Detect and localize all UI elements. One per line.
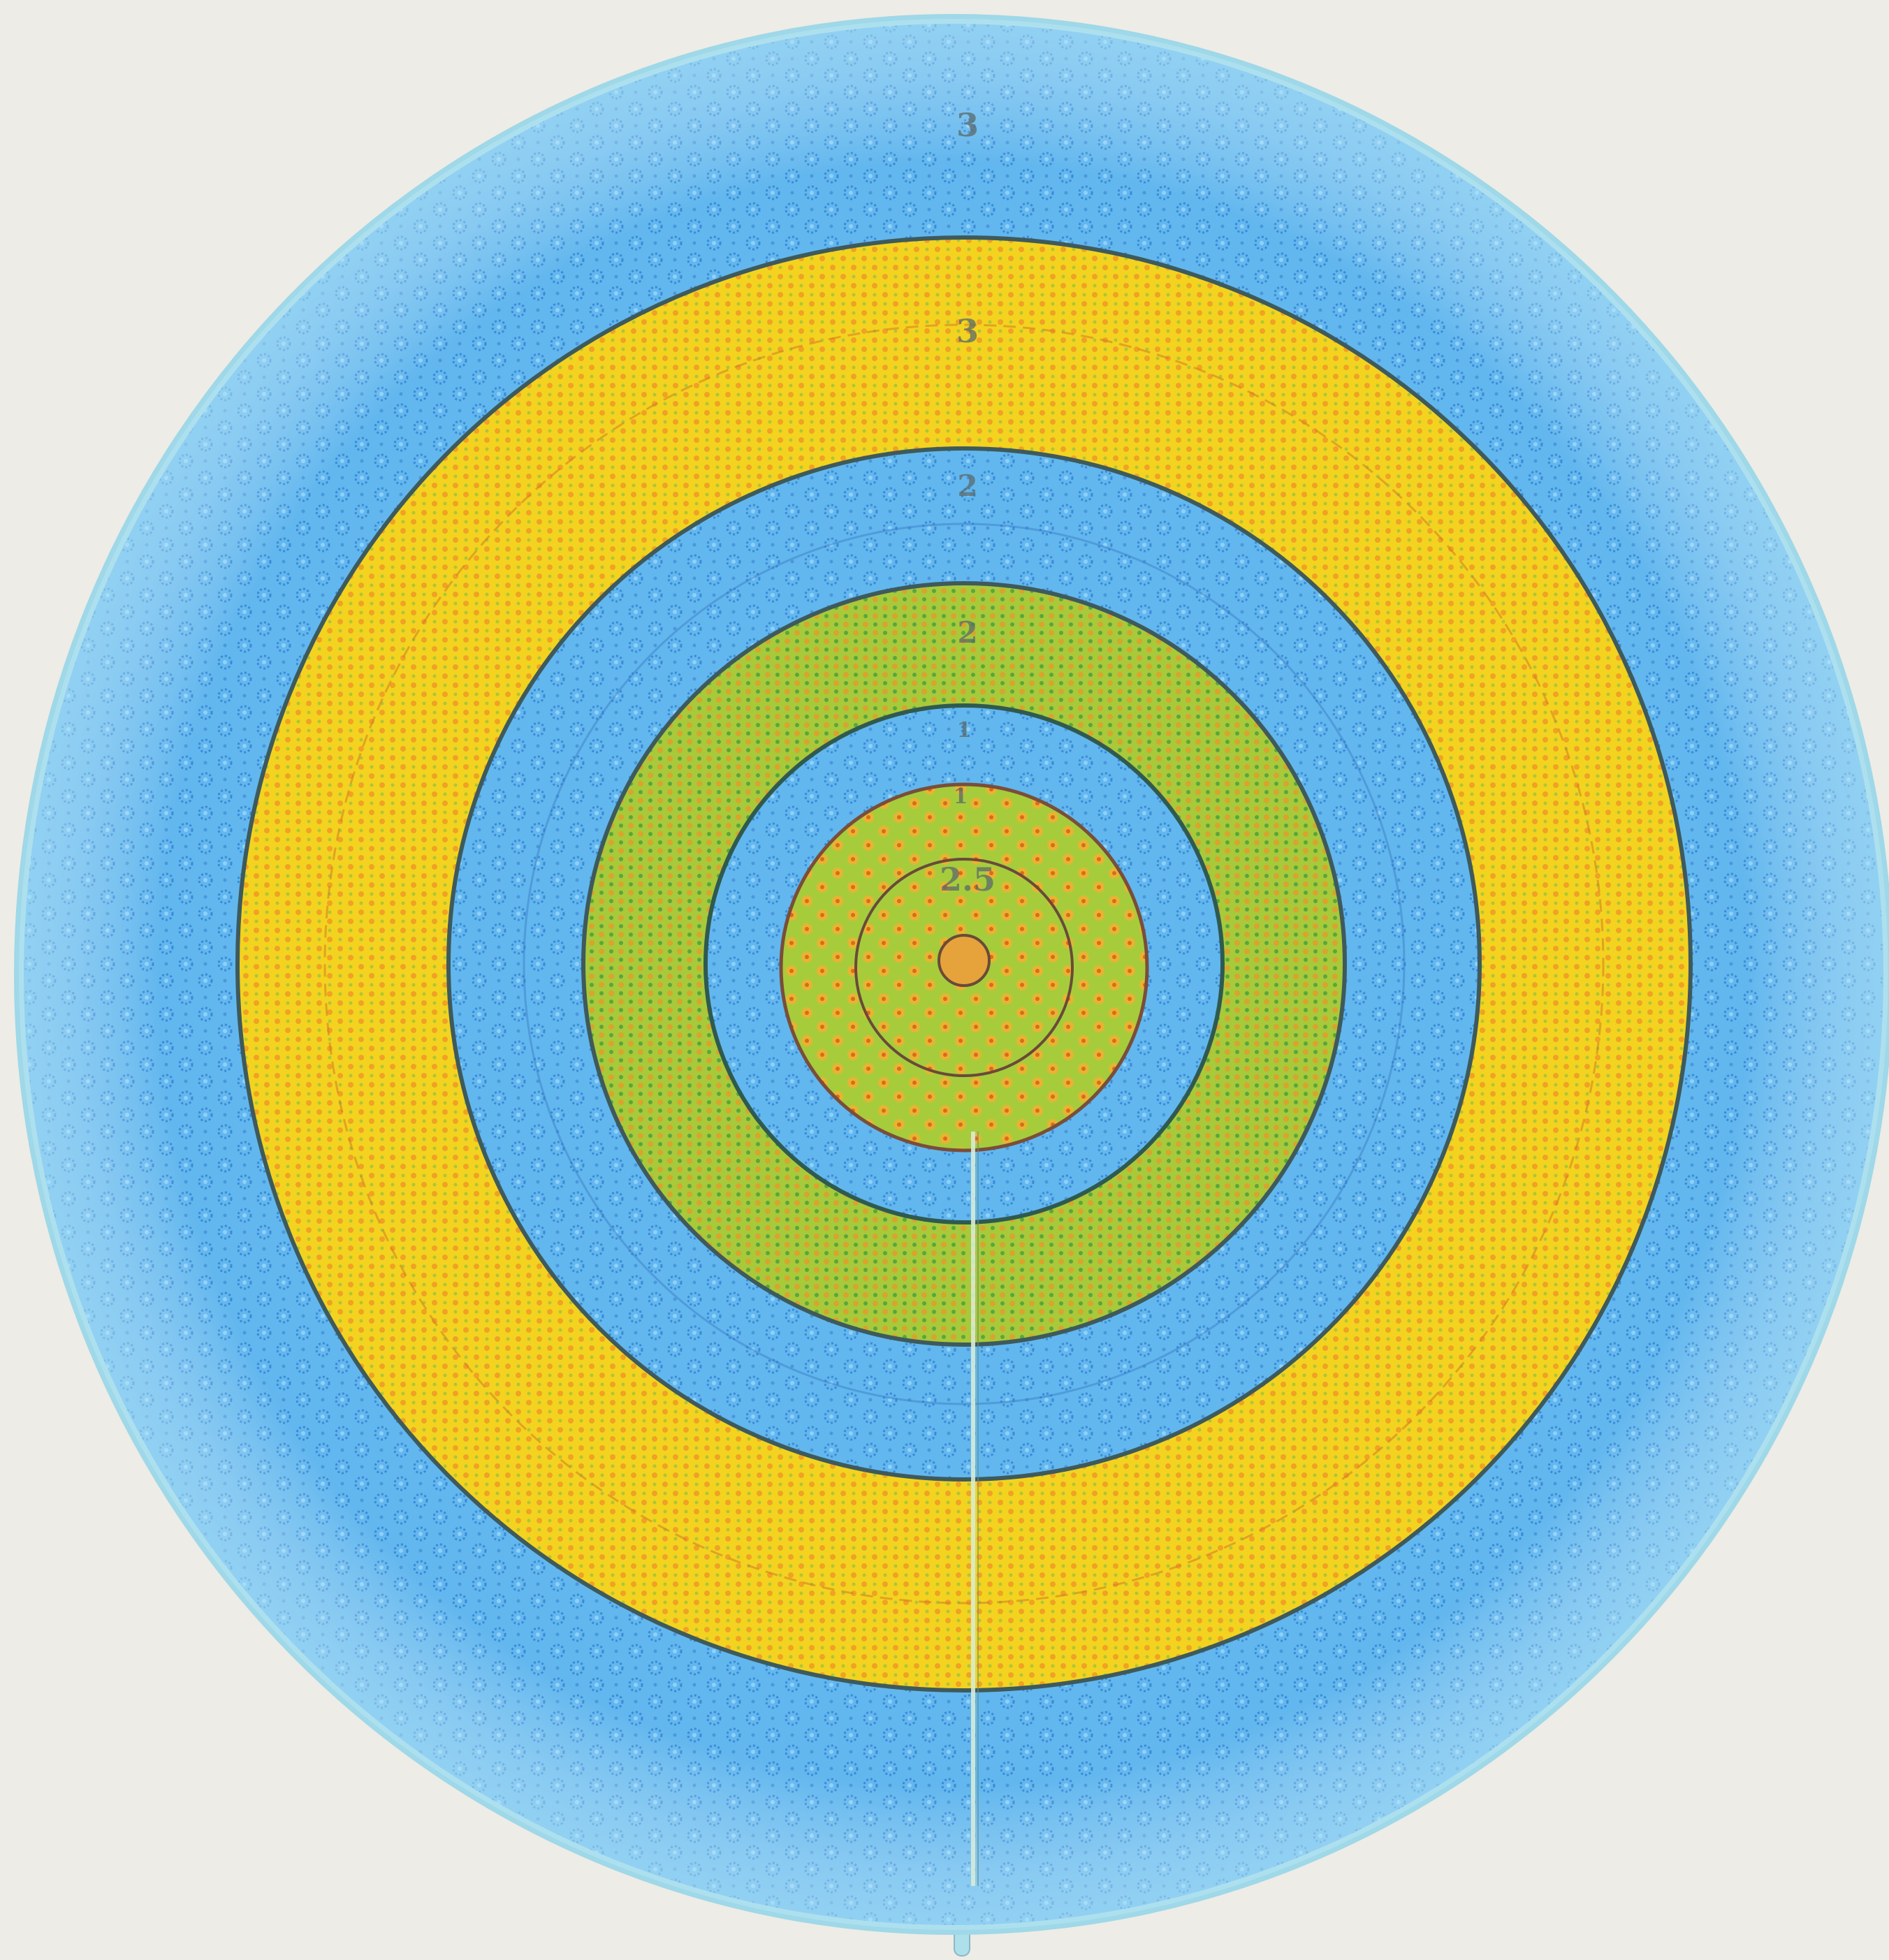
ring-label-center-outer: 1 (954, 784, 968, 809)
ring-label-outer: 3 (956, 106, 979, 144)
ring-label-inner-blue: 1 (957, 718, 972, 743)
target-disc: 3 3 2 2 1 1 2.5 (19, 19, 1888, 1956)
ring-label-middle-blue: 2 (957, 469, 977, 503)
bullseye (939, 935, 989, 986)
ring-label-yellow: 3 (956, 312, 979, 350)
ring-label-green: 2 (957, 615, 977, 650)
ring-label-center: 2.5 (940, 861, 995, 898)
